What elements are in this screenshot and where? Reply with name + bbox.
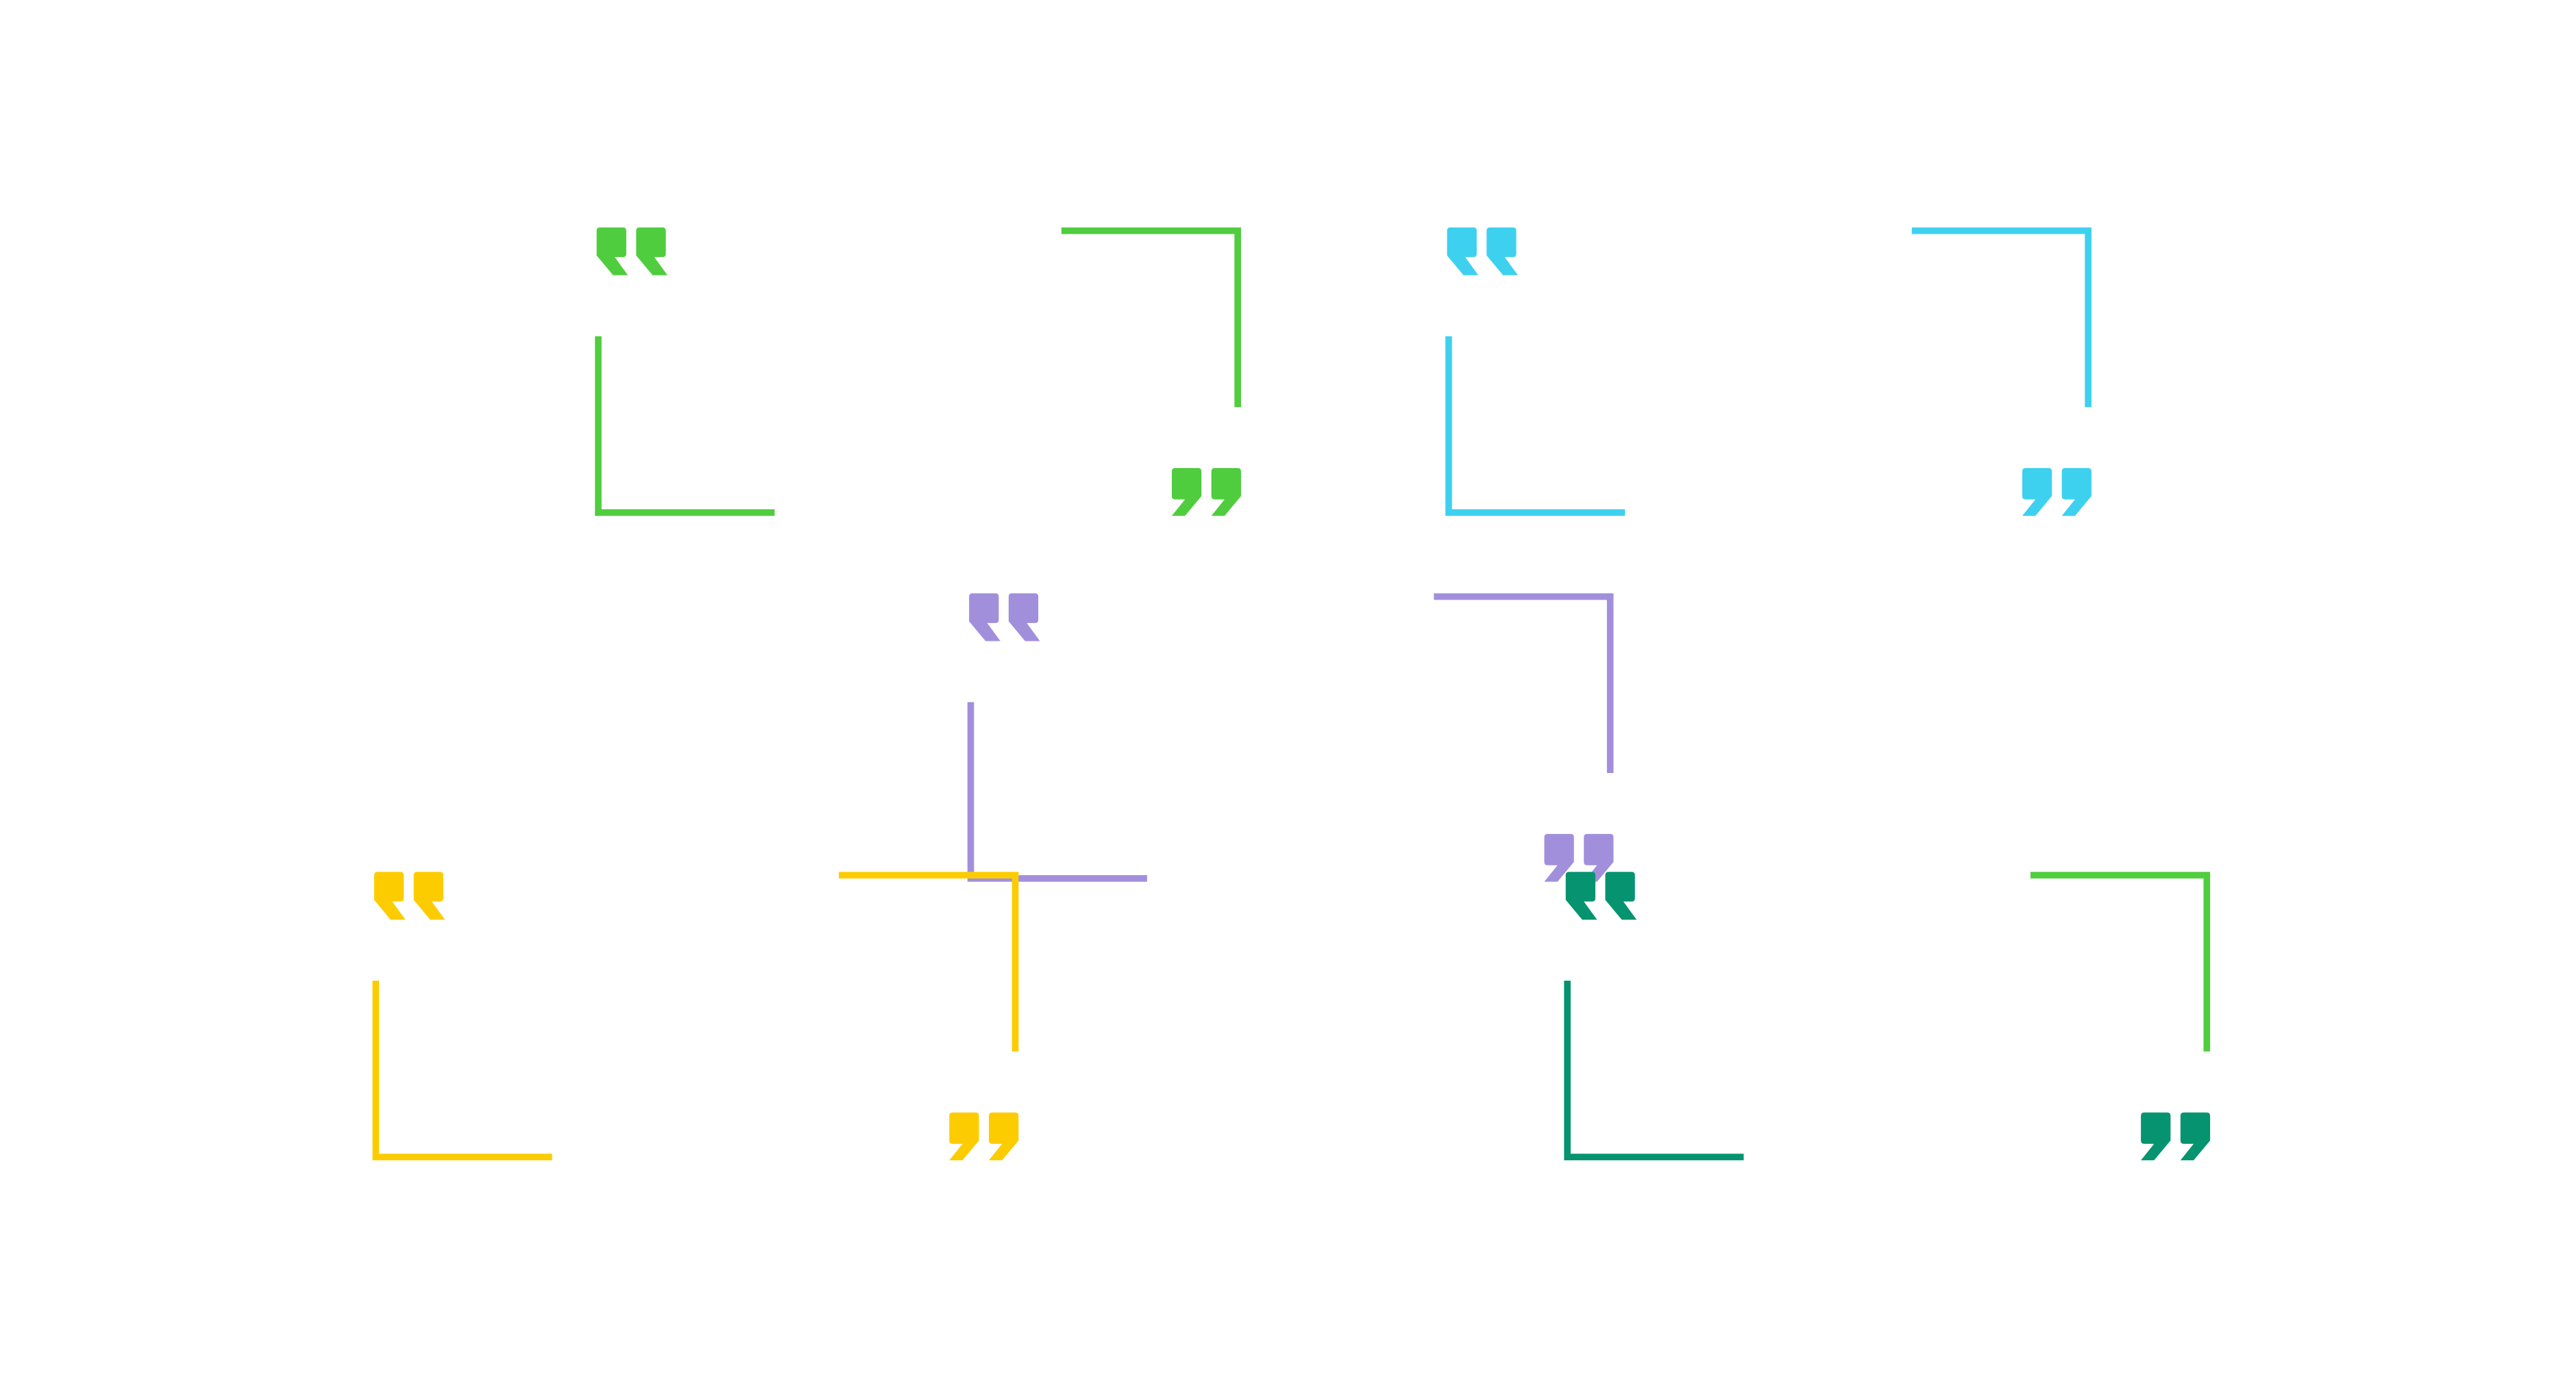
close-quote-icon: [1544, 833, 1614, 882]
quote-frame-yellow: [372, 872, 1019, 1161]
quote-frame-cyan: [1445, 227, 2092, 516]
frames-layer: [372, 227, 2211, 1161]
open-quote-icon: [373, 872, 445, 920]
open-quote-icon: [1565, 872, 1637, 920]
close-quote-icon: [949, 1112, 1019, 1161]
top-right-bracket: [839, 872, 1019, 1052]
bottom-left-bracket: [372, 980, 552, 1161]
top-right-bracket: [1911, 227, 2092, 408]
open-quote-icon: [969, 593, 1040, 641]
quote-frame-purple: [967, 593, 1614, 882]
open-quote-icon: [1447, 227, 1518, 275]
top-right-bracket: [1434, 593, 1614, 773]
open-quote-icon: [596, 227, 668, 275]
bottom-left-bracket: [1445, 336, 1626, 516]
quote-frame-teal-green: [1564, 872, 2211, 1161]
bottom-left-bracket: [1564, 980, 1744, 1161]
top-right-bracket: [1061, 227, 1241, 408]
close-quote-icon: [2022, 468, 2092, 516]
top-right-bracket: [2030, 872, 2211, 1052]
close-quote-icon: [2141, 1112, 2211, 1161]
quote-frame-green: [595, 227, 1241, 516]
bottom-left-bracket: [595, 336, 775, 516]
close-quote-icon: [1171, 468, 1241, 516]
